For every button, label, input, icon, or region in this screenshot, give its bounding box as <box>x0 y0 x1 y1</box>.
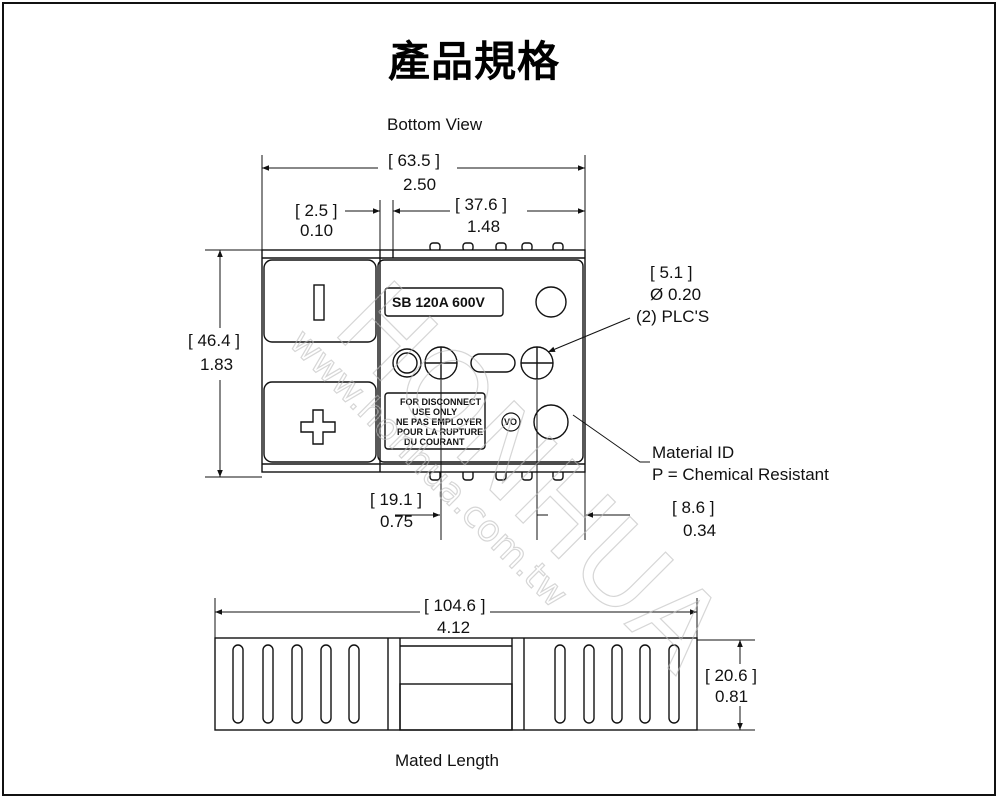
dim-flange-in: 0.10 <box>300 221 333 240</box>
dim-mated-length-mm: [ 104.6 ] <box>424 596 485 615</box>
dim-flange-mm: [ 2.5 ] <box>295 201 338 220</box>
connector-bottom-view <box>261 242 586 481</box>
dim-mated-height-mm: [ 20.6 ] <box>705 666 757 685</box>
dim-overall-width-mm: [ 63.5 ] <box>388 151 440 170</box>
warning-label-box <box>384 392 486 450</box>
round-hole-top <box>535 286 567 318</box>
dim-edge-mm: [ 8.6 ] <box>672 498 715 517</box>
dim-offset-mm: [ 19.1 ] <box>370 490 422 509</box>
extension-lines-mated <box>214 598 755 731</box>
mated-length-label: Mated Length <box>395 751 499 770</box>
rating-text: SB 120A 600V <box>392 294 486 310</box>
warning-line-4: POUR LA RUPTURE <box>397 427 483 437</box>
dim-hole-in: Ø 0.20 <box>650 285 701 304</box>
material-id-circle <box>533 404 569 440</box>
dim-height-in: 1.83 <box>200 355 233 374</box>
dim-body-mm: [ 37.6 ] <box>455 195 507 214</box>
hole-leader-line <box>547 317 631 353</box>
mounting-holes-row <box>392 346 554 380</box>
bottom-view-label: Bottom View <box>387 115 483 134</box>
plus-icon <box>300 409 336 445</box>
warning-line-3: NE PAS EMPLOYER <box>396 417 482 427</box>
connector-mated-view <box>214 637 698 731</box>
material-id-desc: P = Chemical Resistant <box>652 465 829 484</box>
dim-height-mm: [ 46.4 ] <box>188 331 240 350</box>
rating-label-box <box>384 287 504 317</box>
dim-mated-height-in: 0.81 <box>715 687 748 706</box>
dim-body-in: 1.48 <box>467 217 500 236</box>
extension-lines-bottom <box>440 380 586 540</box>
dim-overall-width-in: 2.50 <box>403 175 436 194</box>
material-id-leader <box>572 414 650 463</box>
warning-line-5: DU COURANT <box>404 437 465 447</box>
dim-offset-in: 0.75 <box>380 512 413 531</box>
dim-hole-mm: [ 5.1 ] <box>650 263 693 282</box>
extension-lines-left <box>205 249 262 478</box>
dim-hole-qty: (2) PLC'S <box>636 307 709 326</box>
vo-mark: VO <box>504 417 517 427</box>
page-title: 產品規格 <box>388 37 561 86</box>
extension-lines-top <box>261 155 586 250</box>
dim-mated-length-in: 4.12 <box>437 618 470 637</box>
minus-icon <box>313 284 325 321</box>
warning-line-2: USE ONLY <box>412 407 457 417</box>
vo-mark-circle <box>501 412 521 432</box>
material-id-title: Material ID <box>652 443 734 462</box>
dim-edge-in: 0.34 <box>683 521 716 540</box>
